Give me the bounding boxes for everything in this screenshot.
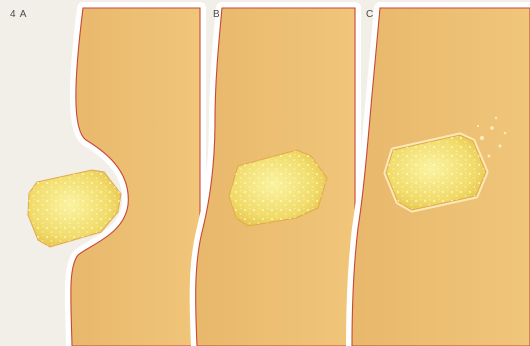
- panel-label-b: B: [213, 9, 221, 20]
- panel-c: [352, 8, 530, 346]
- panel-b: [196, 8, 355, 346]
- panel-label-c: C: [366, 9, 374, 20]
- panel-label-a: 4 A: [10, 9, 27, 20]
- panel-a: [28, 8, 200, 346]
